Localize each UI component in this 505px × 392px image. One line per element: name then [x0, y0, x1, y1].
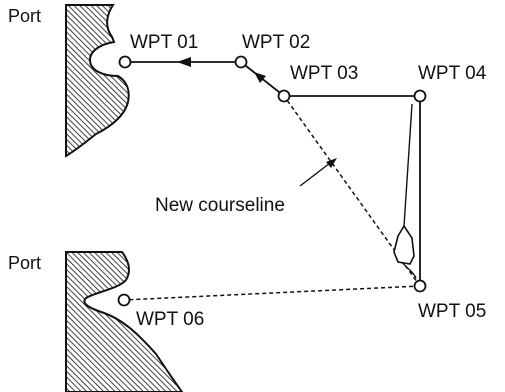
waypoint-05: [413, 279, 427, 293]
waypoint-03: [277, 89, 291, 103]
label-wpt01: WPT 01: [130, 32, 198, 53]
top-port-coastline: [65, 4, 130, 158]
waypoint-02: [234, 55, 248, 69]
bottom-port-coastline: [65, 251, 184, 392]
label-port-top: Port: [8, 6, 41, 26]
ship-track: [403, 103, 413, 227]
courseline-leader-arrow: [326, 158, 337, 168]
arrow-head-diagonal: [254, 72, 266, 83]
waypoint-06: [117, 293, 131, 307]
label-wpt05: WPT 05: [418, 301, 486, 322]
label-wpt03: WPT 03: [290, 63, 358, 84]
label-new-courseline: New courseline: [155, 195, 285, 216]
label-port-bottom: Port: [8, 253, 41, 273]
label-wpt04: WPT 04: [418, 63, 487, 84]
ship-icon: [393, 224, 415, 265]
label-wpt02: WPT 02: [242, 32, 310, 53]
label-wpt06: WPT 06: [136, 309, 204, 330]
waypoint-04: [413, 89, 427, 103]
leg-wpt05-to-wpt06: [123, 285, 421, 301]
arrow-head-left: [177, 57, 191, 67]
waypoint-01: [118, 55, 132, 69]
ship-wake: [401, 261, 417, 279]
